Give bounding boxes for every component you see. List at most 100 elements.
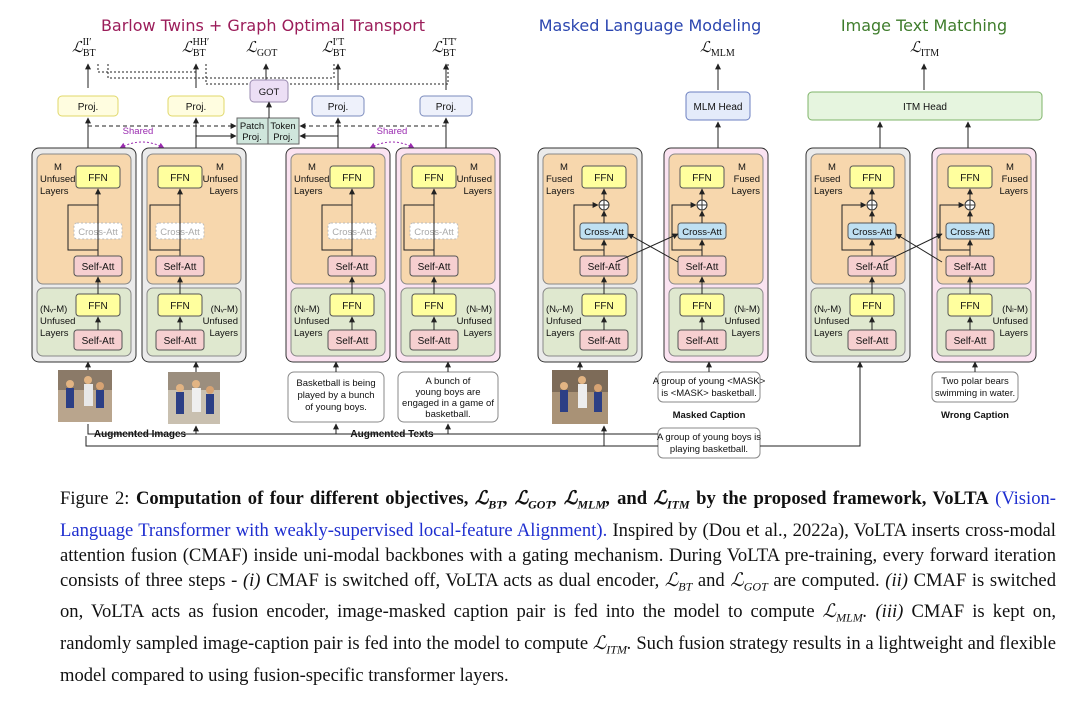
svg-text:Self-Att: Self-Att <box>588 262 621 273</box>
svg-text:FFN: FFN <box>424 173 443 184</box>
got-head: GOT <box>249 79 289 103</box>
image-encoder-1: MUnfusedLayersFFNCross-AttSelf-Att(Nᵥ-M)… <box>31 147 137 363</box>
svg-text:Unfused: Unfused <box>457 174 492 185</box>
svg-text:Cross-Att: Cross-Att <box>682 227 722 238</box>
svg-text:GOT: GOT <box>259 87 280 98</box>
svg-text:Layers: Layers <box>463 186 492 197</box>
svg-text:Fused: Fused <box>546 174 572 185</box>
svg-text:M: M <box>308 162 316 173</box>
svg-text:Proj.: Proj. <box>186 102 207 113</box>
svg-text:(Nᵥ-M): (Nᵥ-M) <box>40 304 67 315</box>
section-title-itm: Image Text Matching <box>841 16 1007 35</box>
mlm-text-encoder: MFusedLayersFFNCross-AttSelf-Att(Nₗ-M)Un… <box>663 147 769 363</box>
svg-text:Layers: Layers <box>999 328 1028 339</box>
svg-text:Self-Att: Self-Att <box>954 262 987 273</box>
svg-text:Self-Att: Self-Att <box>82 262 115 273</box>
svg-text:Unfused: Unfused <box>294 316 329 327</box>
svg-text:(Nₗ-M): (Nₗ-M) <box>734 304 760 315</box>
svg-text:FFN: FFN <box>342 301 361 312</box>
svg-text:Layers: Layers <box>999 186 1028 197</box>
mlm-image <box>552 370 608 424</box>
loss-links <box>85 63 927 90</box>
svg-text:Proj.: Proj. <box>328 102 349 113</box>
svg-text:Unfused: Unfused <box>457 316 492 327</box>
figure-caption: Figure 2: Computation of four different … <box>60 488 1057 686</box>
svg-text:Self-Att: Self-Att <box>954 336 987 347</box>
svg-text:ITM Head: ITM Head <box>903 102 947 113</box>
svg-text:MLM Head: MLM Head <box>694 102 743 113</box>
wrong-caption-label: Wrong Caption <box>941 410 1009 421</box>
svg-text:ℒBTI′T: ℒBTI′T <box>322 37 346 59</box>
svg-text:Unfused: Unfused <box>725 316 760 327</box>
svg-text:FFN: FFN <box>594 173 613 184</box>
svg-text:Layers: Layers <box>209 328 238 339</box>
augmented-image-1 <box>58 370 112 422</box>
itm-image-encoder: MFusedLayersFFNCross-AttSelf-Att(Nᵥ-M)Un… <box>805 147 911 363</box>
svg-text:FFN: FFN <box>342 173 361 184</box>
svg-text:Self-Att: Self-Att <box>336 262 369 273</box>
svg-text:Proj.: Proj. <box>242 132 262 143</box>
loss-itm: ℒITM <box>910 40 939 59</box>
shared-arc-2: Shared <box>369 126 415 149</box>
input-arrows <box>85 361 978 447</box>
svg-text:M: M <box>1006 162 1014 173</box>
svg-text:FFN: FFN <box>960 301 979 312</box>
svg-text:ℒBTTT′: ℒBTTT′ <box>432 37 457 59</box>
proj-feeds <box>85 101 971 148</box>
svg-text:Self-Att: Self-Att <box>856 262 889 273</box>
svg-text:Proj.: Proj. <box>78 102 99 113</box>
svg-text:Shared: Shared <box>123 126 154 137</box>
shared-arc-1: Shared <box>119 126 165 149</box>
svg-text:Self-Att: Self-Att <box>856 336 889 347</box>
svg-text:ℒMLM: ℒMLM <box>700 40 735 59</box>
svg-text:ℒITM: ℒITM <box>910 40 939 59</box>
svg-text:Unfused: Unfused <box>203 316 238 327</box>
svg-text:Layers: Layers <box>294 328 323 339</box>
svg-text:M: M <box>828 162 836 173</box>
svg-text:Unfused: Unfused <box>814 316 849 327</box>
svg-text:FFN: FFN <box>692 173 711 184</box>
svg-text:ℒGOT: ℒGOT <box>246 40 277 59</box>
svg-text:Cross-Att: Cross-Att <box>852 227 892 238</box>
proj-head-1: Proj. <box>57 95 119 117</box>
svg-text:Patch: Patch <box>240 121 264 132</box>
svg-text:Layers: Layers <box>546 186 575 197</box>
svg-text:Layers: Layers <box>294 186 323 197</box>
svg-text:Self-Att: Self-Att <box>686 336 719 347</box>
token-proj: Token Proj. <box>267 117 300 145</box>
svg-text:Fused: Fused <box>1002 174 1028 185</box>
svg-text:M: M <box>216 162 224 173</box>
svg-text:Layers: Layers <box>463 328 492 339</box>
svg-text:ℒBTII′: ℒBTII′ <box>72 37 96 59</box>
svg-text:Layers: Layers <box>731 186 760 197</box>
svg-text:FFN: FFN <box>170 173 189 184</box>
svg-text:Unfused: Unfused <box>294 174 329 185</box>
svg-text:Proj.: Proj. <box>273 132 293 143</box>
proj-head-4: Proj. <box>419 95 473 117</box>
svg-text:Layers: Layers <box>546 328 575 339</box>
mlm-image-encoder: MFusedLayersFFNCross-AttSelf-Att(Nᵥ-M)Un… <box>537 147 643 363</box>
svg-text:(Nᵥ-M): (Nᵥ-M) <box>546 304 573 315</box>
svg-text:(Nᵥ-M): (Nᵥ-M) <box>211 304 238 315</box>
svg-text:(Nᵥ-M): (Nᵥ-M) <box>814 304 841 315</box>
svg-text:(Nₗ-M): (Nₗ-M) <box>466 304 492 315</box>
masked-text: A group of young <MASK>is <MASK> basketb… <box>653 371 766 403</box>
svg-text:Layers: Layers <box>814 186 843 197</box>
loss-mlm: ℒMLM <box>700 40 735 59</box>
mlm-head: MLM Head <box>685 91 751 121</box>
itm-head: ITM Head <box>807 91 1043 121</box>
proj-head-3: Proj. <box>311 95 365 117</box>
svg-text:M: M <box>54 162 62 173</box>
loss-bt-tt: ℒBTTT′ <box>432 37 457 59</box>
svg-text:Shared: Shared <box>377 126 408 137</box>
svg-text:FFN: FFN <box>692 301 711 312</box>
figure-label: Figure 2: <box>60 488 130 509</box>
svg-text:FFN: FFN <box>862 301 881 312</box>
svg-text:Token: Token <box>270 121 295 132</box>
svg-text:ℒBTHH′: ℒBTHH′ <box>182 37 209 59</box>
masked-caption-label: Masked Caption <box>673 410 746 421</box>
text-encoder-1: MUnfusedLayersFFNCross-AttSelf-Att(Nₗ-M)… <box>285 147 391 363</box>
